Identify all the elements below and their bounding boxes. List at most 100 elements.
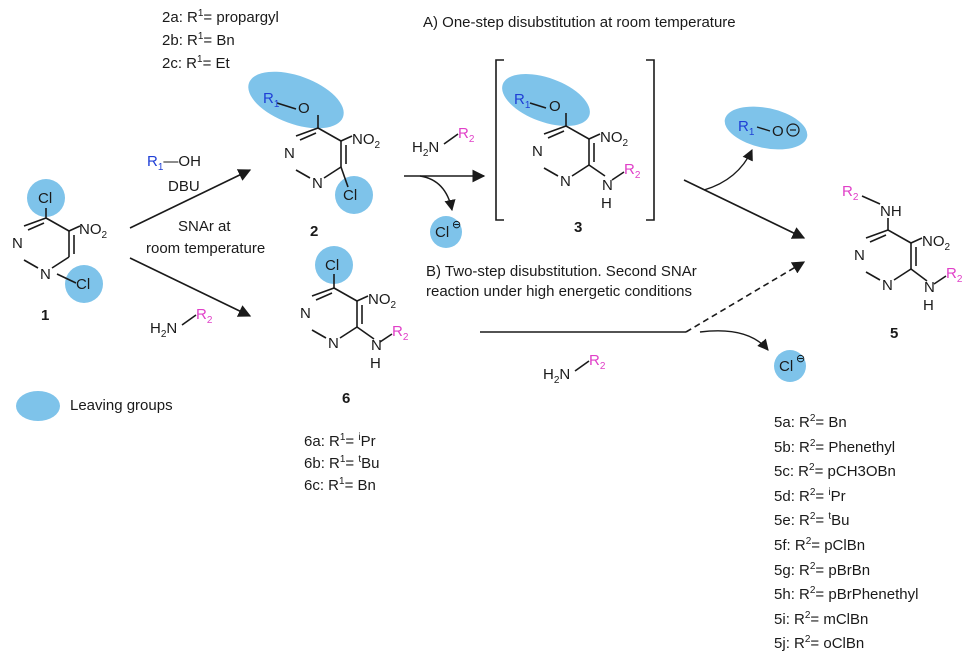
svg-text:Cl: Cl: [38, 190, 52, 207]
variant-separator: : R: [320, 433, 340, 450]
svg-text:N: N: [532, 143, 543, 160]
svg-text:Cl: Cl: [779, 358, 793, 375]
svg-text:R2: R2: [589, 352, 606, 372]
variant-substituent: pCH3OBn: [827, 463, 896, 481]
variant-item: 6a: R1= iPr: [304, 432, 376, 450]
chloride-leaving-b: [774, 350, 806, 382]
variant-item: 6c: R1= Bn: [304, 476, 376, 494]
variant-substituent: pClBn: [824, 537, 866, 554]
variant-substituent: pBrBn: [828, 561, 871, 579]
compound-2-structure: R1 O NO2 N N Cl: [248, 71, 381, 214]
variant-id: 5e: [774, 512, 791, 530]
variant-item: 2b: R1= Bn: [162, 31, 235, 49]
variant-item: 5c: R2= pCH3OBn: [774, 462, 896, 481]
svg-text:N: N: [284, 145, 295, 162]
chloride-leaving: [430, 216, 462, 248]
compound-5-label: 5: [890, 325, 898, 342]
variant-id: 5c: [774, 463, 790, 481]
variant-item: 5d: R2= iPr: [774, 486, 846, 505]
variant-separator: : R: [320, 455, 340, 472]
variant-separator: : R: [319, 477, 340, 494]
leaving-group-highlight: [315, 246, 353, 284]
svg-text:H2N: H2N: [150, 320, 177, 340]
step-b-title-line1: B) Two-step disubstitution. Second SNAr: [426, 263, 697, 280]
svg-text:Cl: Cl: [325, 257, 339, 274]
variant-item: 2a: R1= propargyl: [162, 8, 279, 26]
svg-text:H: H: [370, 355, 381, 372]
variant-substituent: Et: [215, 55, 230, 72]
variant-substituent: Bu: [361, 455, 380, 472]
svg-text:NO2: NO2: [368, 291, 397, 311]
svg-text:R1: R1: [514, 91, 531, 111]
alkoxide-leaving: [724, 106, 808, 150]
step-a-title: A) One-step disubstitution at room tempe…: [423, 14, 736, 31]
leaving-group-highlight: [248, 71, 344, 129]
svg-text:R2: R2: [392, 323, 409, 343]
arrow-3-to-5: [683, 179, 806, 239]
compound-5-structure: R2 NH NO2 N N N H R2: [842, 183, 963, 314]
variant-separator: : R: [790, 561, 810, 579]
curved-arrow-cl-loss: [419, 175, 456, 212]
variant-item: 5j: R2= oClBn: [774, 634, 865, 653]
svg-text:NO2: NO2: [922, 233, 951, 253]
svg-text:O: O: [298, 100, 310, 117]
arrow-1-to-2: [129, 169, 252, 229]
svg-text:N: N: [882, 277, 893, 294]
svg-text:Cl: Cl: [435, 224, 449, 241]
svg-text:NO2: NO2: [352, 131, 381, 151]
variant-substituent: Pr: [830, 487, 846, 505]
compound-6-label: 6: [342, 390, 350, 407]
variant-separator: : R: [177, 55, 198, 72]
variant-id: 2b: [162, 32, 179, 49]
condition-line2: room temperature: [146, 240, 266, 257]
amine-reagent-bottom: H2N R2: [150, 306, 213, 340]
variant-item: 5f: R2= pClBn: [774, 536, 866, 554]
variant-substituent: Bn: [828, 414, 847, 431]
svg-text:R2: R2: [458, 125, 475, 145]
compound-1-label: 1: [41, 307, 49, 324]
svg-text:R2: R2: [842, 183, 859, 203]
variant-id: 5f: [774, 537, 787, 554]
svg-text:N: N: [371, 337, 382, 354]
leaving-group-highlight: [27, 179, 65, 217]
variant-id: 5g: [774, 561, 791, 579]
variant-id: 6a: [304, 433, 321, 450]
variant-id: 5a: [774, 414, 791, 431]
reagent-alcohol: R1—OH: [147, 153, 201, 173]
svg-text:H: H: [601, 195, 612, 212]
variant-item: 6b: R1= tBu: [304, 454, 380, 472]
curved-arrow-cl-loss-b: [699, 330, 769, 351]
svg-text:R1: R1: [738, 118, 755, 138]
compound-3-structure: R1 O NO2 N N N H R2: [502, 74, 641, 212]
svg-text:Cl: Cl: [343, 187, 357, 204]
amine-reagent-a: H2N R2: [412, 125, 475, 159]
variant-substituent: Phenethyl: [828, 438, 896, 456]
variant-id: 5h: [774, 586, 791, 604]
variant-substituent: Pr: [360, 433, 376, 450]
legend-label: Leaving groups: [70, 397, 173, 414]
variant-separator: : R: [790, 586, 810, 604]
intermediate-bracket: [495, 59, 655, 221]
svg-text:O: O: [772, 123, 784, 140]
svg-text:⊖: ⊖: [452, 219, 461, 231]
leaving-group-highlight: [65, 265, 103, 303]
variant-substituent: Bu: [831, 512, 850, 530]
variant-separator: : R: [785, 635, 805, 653]
step-b-title-line2: reaction under high energetic conditions: [426, 283, 693, 300]
variant-substituent: Bn: [216, 32, 235, 49]
compound-6-structure: Cl NO2 N N N H R2: [300, 246, 409, 372]
variant-item: 5b: R2= Phenethyl: [774, 437, 896, 456]
variant-id: 5d: [774, 487, 791, 505]
variant-substituent: Bn: [357, 477, 376, 494]
variant-id: 6b: [304, 455, 321, 472]
variant-item: 2c: R1= Et: [162, 54, 230, 72]
svg-text:⊖: ⊖: [796, 353, 805, 365]
variant-separator: : R: [785, 610, 805, 628]
svg-text:N: N: [560, 173, 571, 190]
svg-text:N: N: [40, 266, 51, 283]
leaving-group-highlight: [335, 176, 373, 214]
svg-text:N: N: [602, 177, 613, 194]
variant-id: 5b: [774, 438, 791, 456]
variant-id: 6c: [304, 477, 320, 494]
